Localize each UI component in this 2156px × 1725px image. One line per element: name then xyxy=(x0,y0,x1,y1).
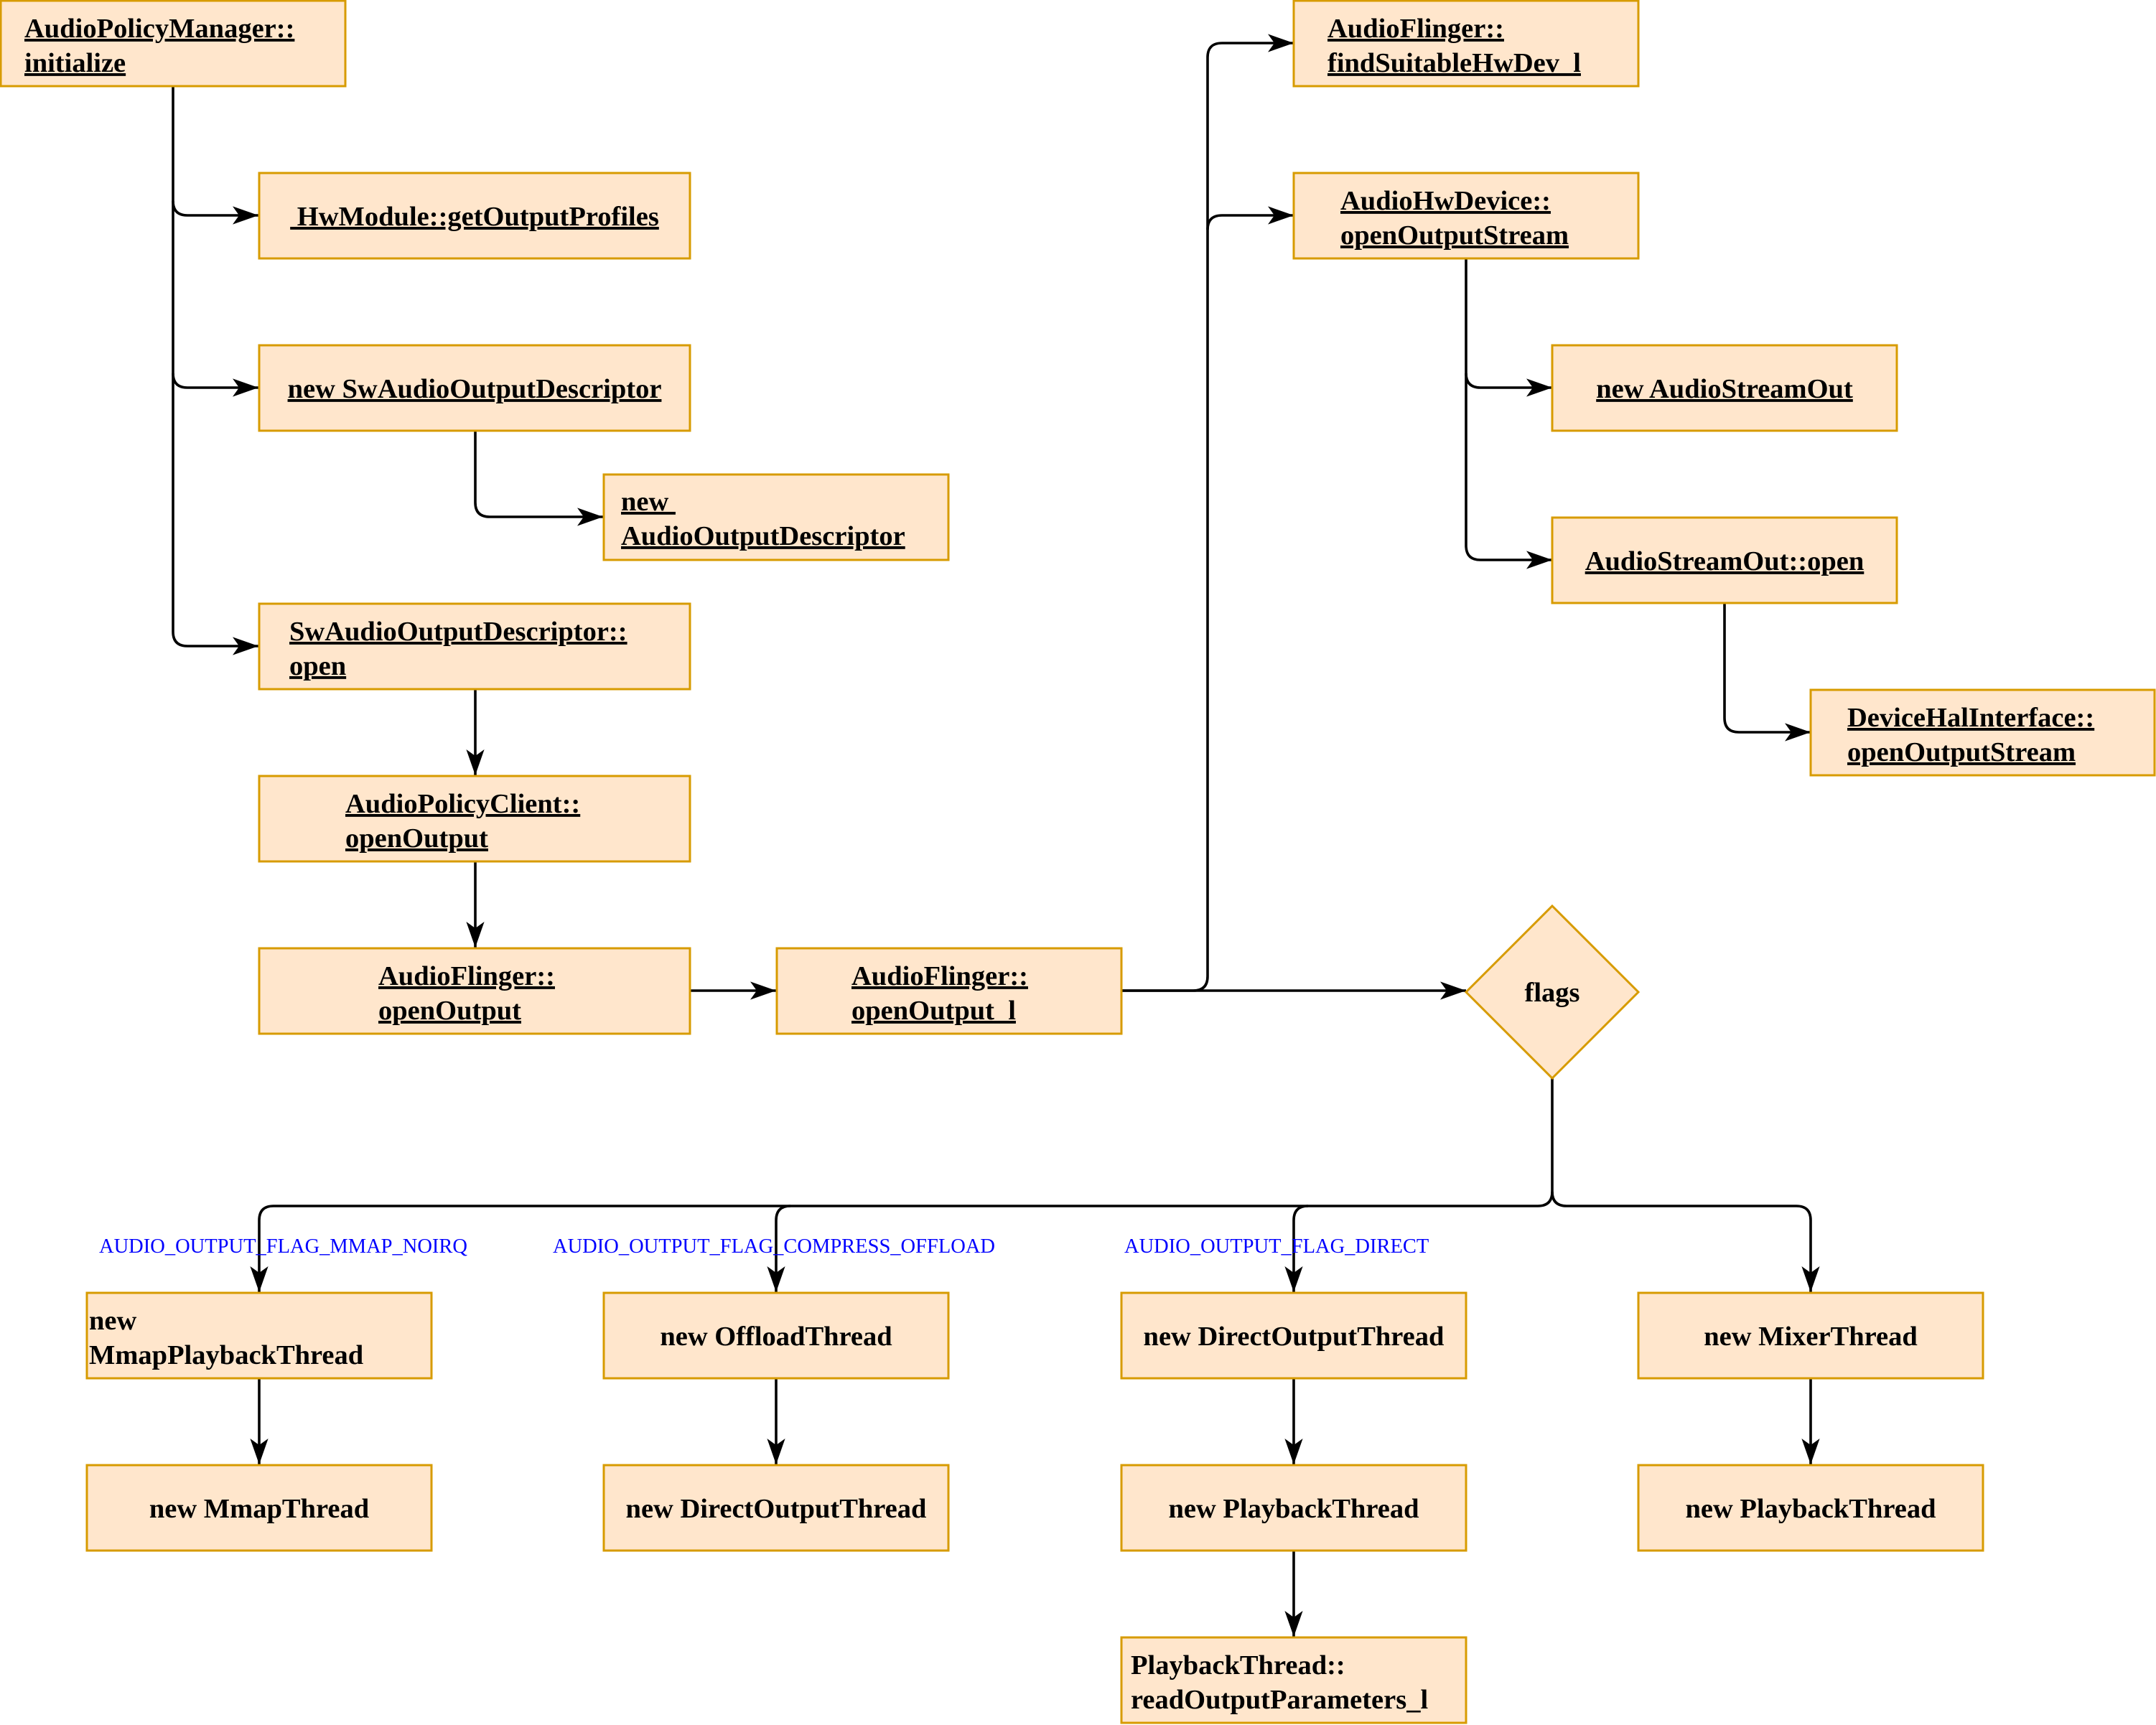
node-new-offload-thread-label: new OffloadThread xyxy=(660,1322,892,1352)
node-audio-flinger-open-output-l[interactable]: AudioFlinger:: openOutput_l xyxy=(775,947,1123,1035)
edge-new-sw-descriptor-to-new-audio-output-descriptor xyxy=(474,431,603,526)
node-playback-thread-read-output-parameters-line-1: PlaybackThread:: xyxy=(1131,1650,1345,1680)
node-audio-hw-device-open-output-stream-line-1: AudioHwDevice:: xyxy=(1340,186,1551,216)
edge-initialize-to-new-sw-audio-output-descriptor xyxy=(172,201,258,397)
edge-labels: AUDIO_OUTPUT_FLAG_MMAP_NOIRQ AUDIO_OUTPU… xyxy=(99,1235,1429,1258)
node-playback-thread-read-output-parameters[interactable]: PlaybackThread:: readOutputParameters_l xyxy=(1120,1636,1467,1724)
node-sw-audio-output-descriptor-open-line-1: SwAudioOutputDescriptor:: xyxy=(289,617,627,647)
node-sw-audio-output-descriptor-open-line-2: open xyxy=(289,651,346,681)
node-new-direct-output-thread-offload[interactable]: new DirectOutputThread xyxy=(602,1464,950,1552)
edge-stream-out-open-to-device-hal-interface xyxy=(1723,603,1811,742)
edge-initialize-to-get-output-profiles xyxy=(172,86,258,225)
edge-flags-to-mixer-thread xyxy=(1551,1191,1820,1292)
node-new-direct-output-thread-label: new DirectOutputThread xyxy=(1144,1322,1445,1352)
node-new-mmap-thread[interactable]: new MmapThread xyxy=(85,1464,433,1552)
node-new-audio-output-descriptor[interactable]: new AudioOutputDescriptor xyxy=(602,473,950,561)
node-new-audio-output-descriptor-line-1: new xyxy=(621,487,676,517)
node-apm-initialize-line-1: AudioPolicyManager:: xyxy=(24,14,294,44)
edge-initialize-to-sw-audio-output-descriptor-open xyxy=(172,373,258,655)
node-new-sw-audio-output-descriptor-label: new SwAudioOutputDescriptor xyxy=(288,374,662,404)
node-flags-decision-label: flags xyxy=(1525,978,1580,1008)
node-new-playback-thread-mixer-label: new PlaybackThread xyxy=(1685,1494,1936,1524)
node-audio-stream-out-open-label: AudioStreamOut::open xyxy=(1585,546,1865,576)
node-new-mixer-thread[interactable]: new MixerThread xyxy=(1637,1291,1984,1380)
edge-label-mmap-noirq: AUDIO_OUTPUT_FLAG_MMAP_NOIRQ xyxy=(99,1235,467,1258)
node-new-mmap-playback-thread-line-2: MmapPlaybackThread xyxy=(89,1340,363,1370)
edge-open-output-l-to-hw-device-open-output-stream xyxy=(1206,206,1294,230)
node-new-mmap-playback-thread-line-1: new xyxy=(89,1306,144,1336)
node-flags-decision[interactable]: flags xyxy=(1464,904,1641,1080)
node-apm-initialize-line-2: initialize xyxy=(24,48,126,78)
node-new-offload-thread[interactable]: new OffloadThread xyxy=(602,1291,950,1380)
node-audio-flinger-find-suitable-hw-dev-line-1: AudioFlinger:: xyxy=(1327,14,1504,44)
node-hw-get-output-profiles[interactable]: HwModule::getOutputProfiles xyxy=(258,172,691,260)
node-device-hal-interface-open-output-stream[interactable]: DeviceHalInterface:: openOutputStream xyxy=(1809,688,2156,777)
node-apm-initialize[interactable]: AudioPolicyManager:: initialize xyxy=(0,0,347,88)
node-audio-hw-device-open-output-stream[interactable]: AudioHwDevice:: openOutputStream xyxy=(1292,172,1640,260)
node-audio-flinger-open-output-line-1: AudioFlinger:: xyxy=(378,961,555,991)
node-audio-flinger-open-output-l-line-1: AudioFlinger:: xyxy=(851,961,1028,991)
node-audio-flinger-open-output-l-line-2: openOutput_l xyxy=(851,996,1016,1026)
node-audio-policy-client-open-output-line-1: AudioPolicyClient:: xyxy=(345,789,580,819)
node-audio-flinger-open-output[interactable]: AudioFlinger:: openOutput xyxy=(258,947,691,1035)
node-audio-flinger-find-suitable-hw-dev[interactable]: AudioFlinger:: findSuitableHwDev_l xyxy=(1292,0,1640,88)
edge-label-compress-offload: AUDIO_OUTPUT_FLAG_COMPRESS_OFFLOAD xyxy=(553,1235,995,1258)
edge-flags-to-mmap-playback-thread xyxy=(250,1077,1554,1292)
node-new-direct-output-thread-offload-label: new DirectOutputThread xyxy=(626,1494,927,1524)
node-new-mmap-playback-thread[interactable]: new MmapPlaybackThread xyxy=(85,1291,433,1380)
node-new-mixer-thread-label: new MixerThread xyxy=(1704,1322,1918,1352)
node-new-direct-output-thread[interactable]: new DirectOutputThread xyxy=(1120,1291,1467,1380)
edge-hw-device-to-new-audio-stream-out xyxy=(1465,258,1552,397)
node-new-audio-stream-out-label: new AudioStreamOut xyxy=(1596,374,1853,404)
node-hw-get-output-profiles-label: HwModule::getOutputProfiles xyxy=(290,202,659,232)
edge-flags-to-direct-output-thread xyxy=(1284,1205,1309,1292)
node-new-audio-stream-out[interactable]: new AudioStreamOut xyxy=(1551,344,1898,432)
node-device-hal-interface-open-output-stream-line-1: DeviceHalInterface:: xyxy=(1847,703,2094,733)
node-audio-stream-out-open[interactable]: AudioStreamOut::open xyxy=(1551,516,1898,604)
edge-flags-to-offload-thread xyxy=(767,1205,791,1292)
node-new-playback-thread-mixer[interactable]: new PlaybackThread xyxy=(1637,1464,1984,1552)
edge-label-direct: AUDIO_OUTPUT_FLAG_DIRECT xyxy=(1124,1235,1429,1258)
node-new-playback-thread-direct[interactable]: new PlaybackThread xyxy=(1120,1464,1467,1552)
edge-open-output-l-to-find-suitable-hw-dev xyxy=(1121,34,1294,992)
node-playback-thread-read-output-parameters-line-2: readOutputParameters_l xyxy=(1131,1685,1428,1715)
edge-hw-device-to-audio-stream-out-open xyxy=(1465,373,1552,569)
node-new-mmap-thread-label: new MmapThread xyxy=(149,1494,369,1524)
node-new-sw-audio-output-descriptor[interactable]: new SwAudioOutputDescriptor xyxy=(258,344,691,432)
node-new-audio-output-descriptor-line-2: AudioOutputDescriptor xyxy=(621,521,905,551)
node-audio-policy-client-open-output[interactable]: AudioPolicyClient:: openOutput xyxy=(258,775,691,863)
node-sw-audio-output-descriptor-open[interactable]: SwAudioOutputDescriptor:: open xyxy=(258,602,691,691)
node-audio-flinger-open-output-line-2: openOutput xyxy=(378,996,521,1026)
node-device-hal-interface-open-output-stream-line-2: openOutputStream xyxy=(1847,737,2076,767)
node-new-playback-thread-direct-label: new PlaybackThread xyxy=(1168,1494,1419,1524)
node-audio-hw-device-open-output-stream-line-2: openOutputStream xyxy=(1340,220,1569,251)
node-audio-policy-client-open-output-line-2: openOutput xyxy=(345,823,488,854)
node-audio-flinger-find-suitable-hw-dev-line-2: findSuitableHwDev_l xyxy=(1327,48,1581,78)
edges xyxy=(172,34,1820,1637)
